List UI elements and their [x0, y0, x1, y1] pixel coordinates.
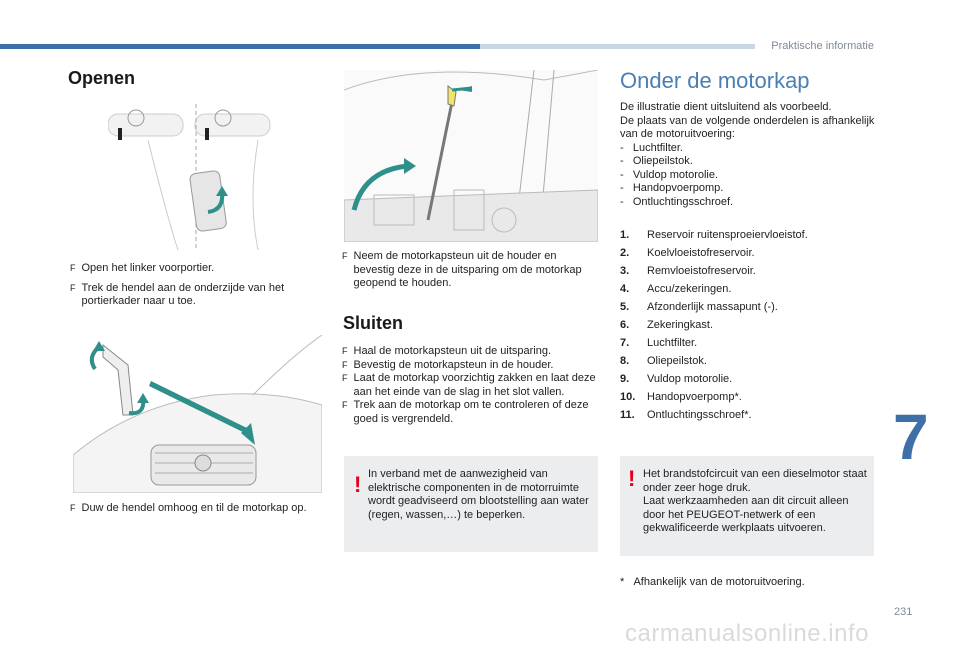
- watermark: carmanualsonline.info: [625, 620, 869, 647]
- bullet-icon: F: [70, 263, 76, 273]
- list-item: 9.Vuldop motorolie.: [620, 373, 733, 385]
- list-item: 1.Reservoir ruitensproeiervloeistof.: [620, 229, 808, 241]
- list-item: 4.Accu/zekeringen.: [620, 283, 732, 295]
- sluiten-title: Sluiten: [343, 313, 404, 333]
- footnote: * Afhankelijk van de motoruitvoering.: [620, 576, 876, 590]
- door-release-illustration: [108, 100, 314, 250]
- openen-title: Openen: [68, 68, 136, 88]
- list-item: 6.Zekeringkast.: [620, 319, 714, 331]
- diesel-warning-text: Het brandstofcircuit van een dieselmotor…: [643, 468, 867, 534]
- footnote-text: Afhankelijk van de motoruitvoering.: [633, 576, 805, 588]
- diesel-warning-box: ! Het brandstofcircuit van een dieselmot…: [620, 456, 874, 556]
- header-bar-light: [480, 44, 755, 49]
- list-item: - Vuldop motorolie.: [620, 168, 719, 181]
- intro-line-1: De illustratie dient uitsluitend als voo…: [620, 101, 832, 113]
- page-number: 231: [894, 606, 913, 618]
- list-item: 10.Handopvoerpomp*.: [620, 391, 742, 403]
- list-item: 2.Koelvloeistofreservoir.: [620, 247, 755, 259]
- bullet-icon: F: [70, 282, 76, 293]
- bullet-icon: F: [342, 251, 348, 261]
- header-bar: [0, 44, 480, 49]
- list-item: 8.Oliepeilstok.: [620, 355, 707, 367]
- sluiten-warning-box: ! In verband met de aanwezigheid van ele…: [344, 456, 598, 552]
- list-item: - Ontluchtingsschroef.: [620, 195, 734, 208]
- section-header: Praktische informatie: [771, 40, 874, 52]
- list-item: 7.Luchtfilter.: [620, 337, 698, 349]
- intro-line-2: De plaats van de volgende onderdelen is …: [620, 114, 875, 141]
- onder-intro: De illustratie dient uitsluitend als voo…: [620, 101, 876, 209]
- bullet-icon: F: [342, 373, 348, 383]
- bullet-icon: F: [70, 503, 76, 513]
- list-item: 11.Ontluchtingsschroef*.: [620, 409, 752, 421]
- list-item: - Oliepeilstok.: [620, 155, 693, 167]
- footnote-mark: *: [620, 576, 625, 588]
- list-item: 5.Afzonderlijk massapunt (-).: [620, 301, 778, 313]
- exclamation-warning-icon: !: [628, 466, 636, 491]
- hood-lever-illustration: [73, 335, 322, 493]
- bullet-icon: F: [342, 346, 348, 356]
- exclamation-warning-icon: !: [354, 472, 362, 497]
- onder-title: Onder de motorkap: [620, 68, 810, 93]
- list-item: - Handopvoerpomp.: [620, 182, 724, 194]
- chapter-number: 7: [893, 401, 929, 473]
- hood-support-illustration: [344, 70, 598, 242]
- sluiten-warning-text: In verband met de aanwezigheid van elekt…: [368, 468, 589, 521]
- bullet-icon: F: [342, 359, 348, 370]
- list-item: - Luchtfilter.: [620, 141, 683, 154]
- bullet-icon: F: [342, 400, 348, 410]
- component-list: 1.Reservoir ruitensproeiervloeistof. 2.K…: [620, 229, 876, 427]
- list-item: 3.Remvloeistofreservoir.: [620, 265, 756, 277]
